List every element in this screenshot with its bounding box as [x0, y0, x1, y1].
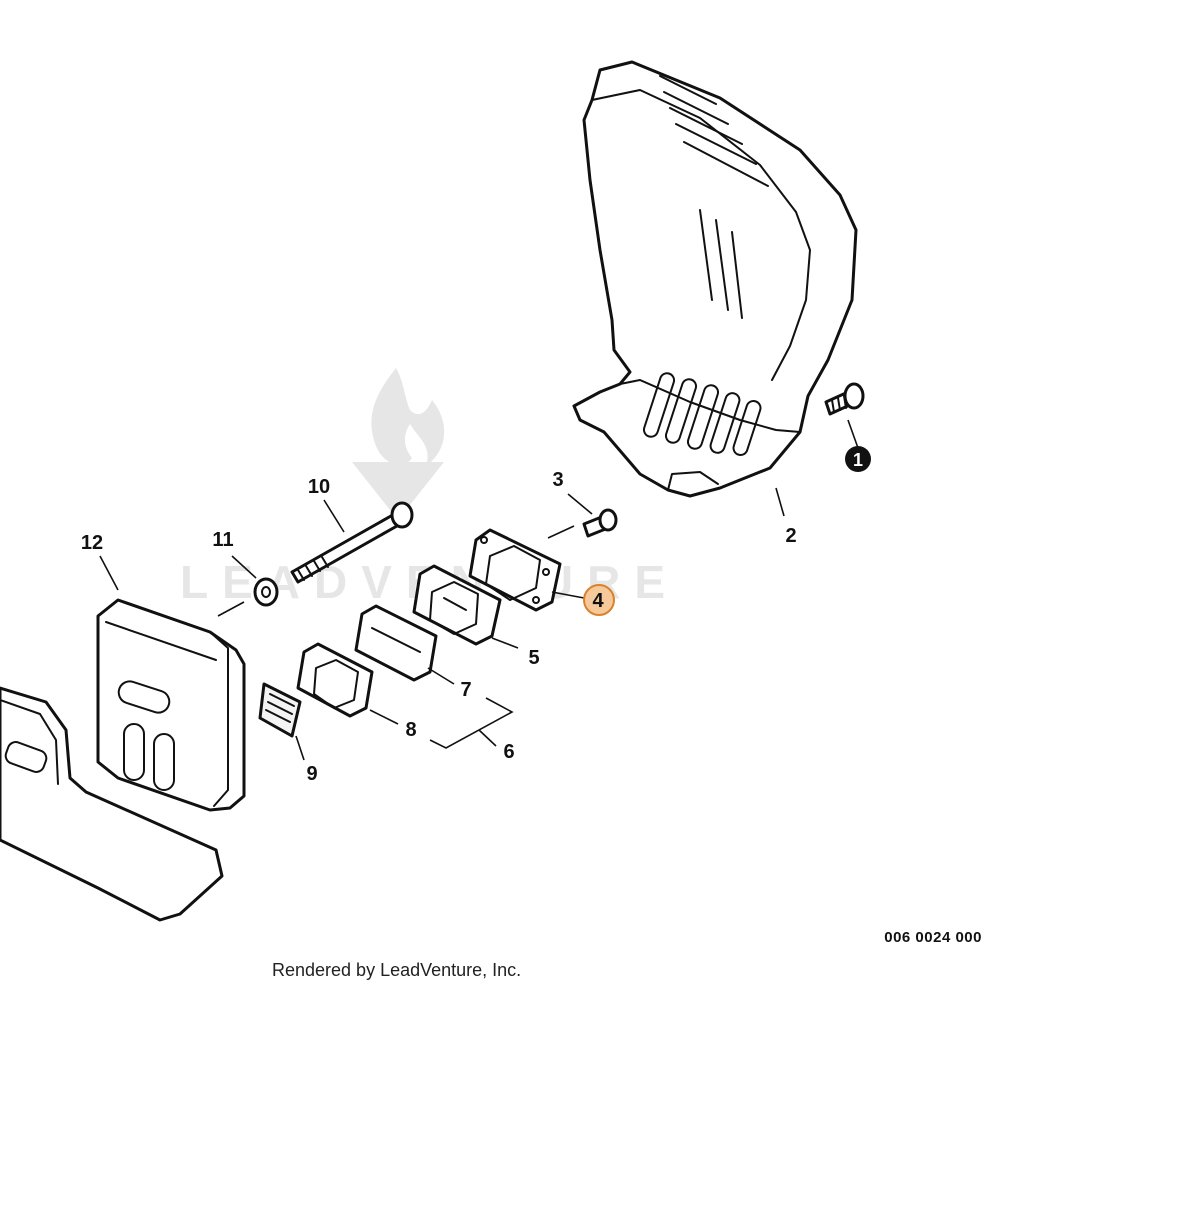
callout-5-label[interactable]: 5	[528, 647, 539, 669]
callout-1[interactable]: 1	[845, 446, 871, 472]
watermark-v-icon	[352, 462, 444, 520]
shroud-vents-top	[659, 75, 769, 187]
callout-7-label[interactable]: 7	[460, 679, 471, 701]
shroud-vents-bottom	[642, 372, 762, 456]
render-credit: Rendered by LeadVenture, Inc.	[272, 960, 521, 980]
part-1-screw[interactable]	[824, 382, 865, 416]
part-10-bolt[interactable]	[290, 501, 414, 584]
part-12-muffler[interactable]	[96, 598, 246, 812]
callout-9-label[interactable]: 9	[306, 763, 317, 785]
callout-12-label[interactable]: 12	[81, 532, 103, 554]
part-11-washer[interactable]	[253, 577, 279, 607]
callout-10-label[interactable]: 10	[308, 476, 330, 498]
leader-lines	[99, 419, 859, 761]
part-9-screen[interactable]	[258, 682, 302, 738]
callout-3-label[interactable]: 3	[552, 469, 563, 491]
callout-4[interactable]: 4	[583, 584, 615, 616]
callout-4-label: 4	[592, 590, 604, 612]
part-7-plate[interactable]	[354, 604, 438, 682]
watermark-flame-icon	[371, 368, 445, 466]
callout-1-label: 1	[853, 450, 863, 470]
part-5-plate[interactable]	[412, 564, 502, 646]
callout-2-label[interactable]: 2	[785, 525, 796, 547]
part-2-shroud[interactable]	[572, 60, 858, 498]
callout-8-label[interactable]: 8	[405, 719, 416, 741]
shroud-inner-ribs	[699, 209, 743, 319]
part-8-gasket[interactable]	[296, 642, 374, 718]
part-4-gasket[interactable]	[468, 528, 562, 612]
part-3-screw[interactable]	[582, 508, 618, 538]
callout-11-label[interactable]: 11	[212, 529, 233, 551]
cylinder-heat-plate	[0, 686, 224, 922]
callout-6-label[interactable]: 6	[503, 741, 514, 763]
drawing-code: 006 0024 000	[884, 929, 982, 946]
